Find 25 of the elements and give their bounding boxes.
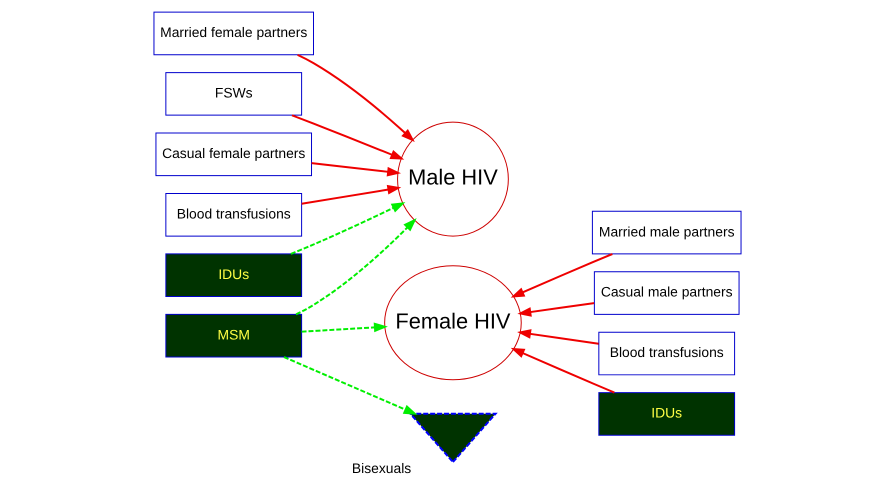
node-box: IDUs <box>165 253 302 298</box>
node-box: Blood transfusions <box>598 332 736 376</box>
arrow <box>517 302 594 317</box>
node-box: FSWs <box>165 72 302 116</box>
node-box: Blood transfusions <box>165 192 302 237</box>
arrow <box>296 218 417 316</box>
arrow <box>284 356 418 415</box>
node-label: Bisexuals <box>352 460 412 476</box>
node-box: Casual female partners <box>155 132 312 176</box>
arrow <box>290 202 406 255</box>
arrow <box>510 253 613 298</box>
arrow <box>292 114 404 160</box>
node-box: IDUs <box>598 392 736 436</box>
arrow <box>297 54 415 142</box>
node-ellipse: Female HIV <box>384 265 522 380</box>
arrow <box>517 329 599 345</box>
arrow <box>302 184 402 205</box>
node-box: MSM <box>165 314 302 358</box>
arrow <box>302 322 388 333</box>
node-circle: Male HIV <box>397 122 509 237</box>
arrow <box>312 162 401 177</box>
node-box: Casual male partners <box>594 271 740 315</box>
arrow <box>510 348 615 394</box>
node-box: Married male partners <box>592 210 742 254</box>
node-box: Married female partners <box>153 12 314 56</box>
